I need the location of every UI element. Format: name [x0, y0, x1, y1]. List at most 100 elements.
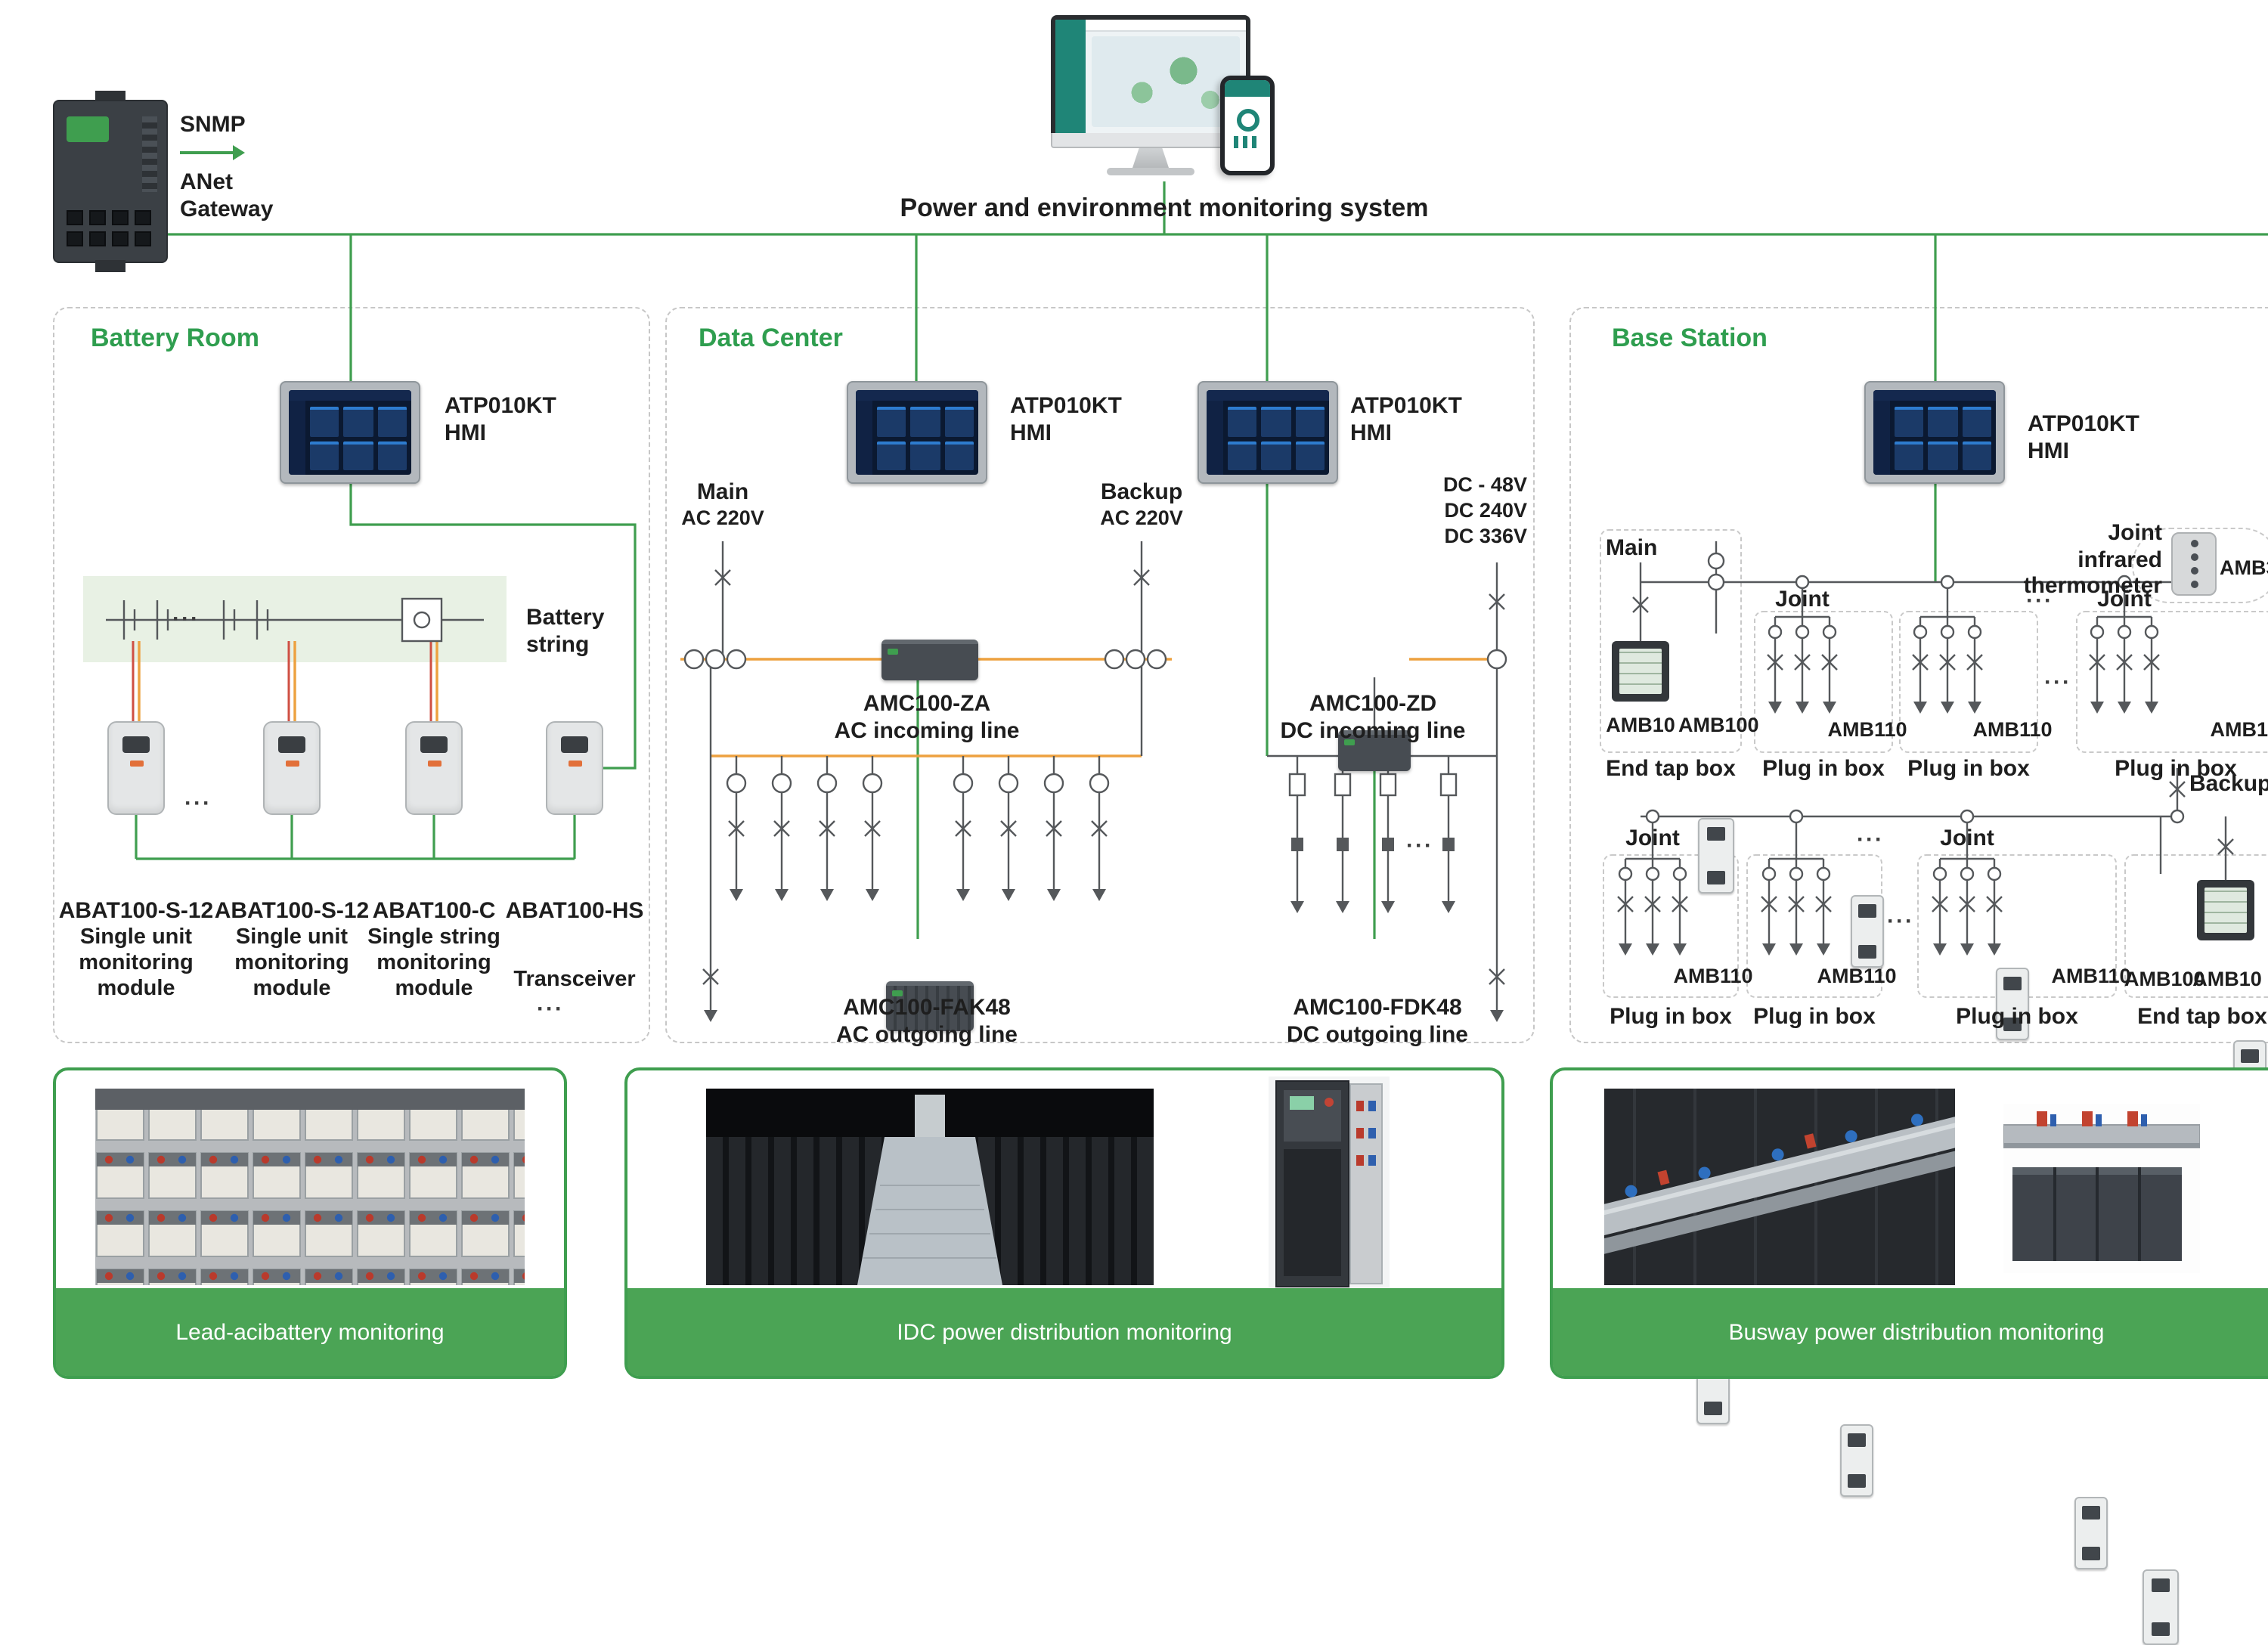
photo-busway-render: [2003, 1104, 2200, 1273]
caption-plug-row2-3: Plug in box: [1956, 1004, 2078, 1030]
gateway-body: [53, 100, 168, 263]
panel-idc-power-monitoring: IDC power distribution monitoring: [624, 1067, 1504, 1379]
label-amb10-row2: AMB10: [2192, 968, 2262, 990]
module-label-1: ABAT100-S-12 Single unit monitoring modu…: [58, 898, 214, 1001]
monitoring-system-graphic: [1051, 15, 1278, 184]
module-label-4-desc: Transceiver: [513, 968, 636, 992]
anet-gateway-device: [53, 91, 168, 272]
panel-caption: IDC power distribution monitoring: [627, 1288, 1501, 1376]
label-amb10-row1: AMB10: [1606, 714, 1675, 736]
joint-label-2: Joint: [2097, 587, 2152, 612]
battery-string-box: [83, 576, 507, 662]
battery-string-ellipsis: ···: [172, 606, 200, 632]
device-amc100-fak48: [886, 981, 974, 1031]
gateway-name-label: ANet Gateway: [180, 169, 274, 222]
panel-caption: Busway power distribution monitoring: [1553, 1288, 2268, 1376]
joint-ellipsis-1: ···: [2026, 588, 2053, 614]
panel-caption: Lead-acibattery monitoring: [56, 1288, 564, 1376]
module-label-3: ABAT100-C Single string monitoring modul…: [367, 898, 500, 1001]
device-amb300: [2171, 532, 2217, 596]
module-label-4-model: ABAT100-HS: [505, 898, 644, 924]
label-amb300: AMB300: [2220, 556, 2268, 579]
hmi-label-battery-room: ATP010KT HMI: [445, 393, 556, 446]
label-amc100-zd: AMC100-ZD DC incoming line: [1280, 691, 1466, 744]
device-amc100-zd: [1338, 730, 1411, 771]
module-abat100-c: [405, 721, 463, 815]
caption-plug-row1-1: Plug in box: [1762, 756, 1885, 782]
snmp-label: SNMP: [180, 112, 246, 138]
joint-label-3: Joint: [1625, 826, 1680, 851]
row2-ellipsis: ···: [1887, 909, 1914, 934]
photo-idc-aisle: [706, 1089, 1154, 1285]
base-station-title: Base Station: [1612, 324, 1768, 352]
gateway-ports: [67, 210, 157, 246]
label-amb110-row2-1: AMB110: [1673, 965, 1753, 987]
module-abat100-s-12-1: [107, 721, 165, 815]
device-amb100-row1: [1698, 818, 1734, 894]
din-ear-bottom: [95, 260, 125, 272]
hmi-screen: [856, 390, 978, 475]
hmi-screen: [1873, 390, 1996, 475]
label-amb110-row1-2: AMB110: [1972, 718, 2053, 741]
label-amb110-row1-3: AMB110: [2210, 718, 2268, 741]
desktop-monitor: [1051, 15, 1250, 175]
battery-string-label: Battery string: [526, 605, 605, 658]
caption-plug-row1-3: Plug in box: [2115, 756, 2237, 782]
caption-plug-row1-2: Plug in box: [1907, 756, 2030, 782]
caption-plug-row2-2: Plug in box: [1753, 1004, 1876, 1030]
hmi-label-base-station: ATP010KT HMI: [2028, 411, 2139, 464]
dc-voltage-labels: DC - 48V DC 240V DC 336V: [1442, 473, 1527, 547]
label-amb100-row1: AMB100: [1678, 714, 1759, 736]
device-amb110-row1-2: [1996, 968, 2029, 1040]
label-amb100-row2: AMB100: [2124, 968, 2205, 990]
hmi-screen: [1207, 390, 1329, 475]
device-amb110-row2-3: [2074, 1497, 2108, 1569]
joint-label-1: Joint: [1775, 587, 1830, 612]
dc-drops-ellipsis: ···: [1406, 833, 1433, 859]
label-amb110-row1-1: AMB110: [1827, 718, 1907, 741]
bs-main-label: Main: [1606, 535, 1658, 561]
caption-end-tap-row2: End tap box: [2137, 1004, 2267, 1030]
joint-ellipsis-2: ···: [1857, 827, 1884, 853]
gateway-heatsink: [142, 116, 157, 192]
device-amc100-za: [881, 640, 978, 680]
device-amb100-row2: [2143, 1569, 2179, 1645]
transceiver-ellipsis: ···: [537, 996, 564, 1022]
diagram-stage: SNMP ANet Gateway Power and environment …: [0, 0, 2268, 1352]
dashboard-content: [1086, 20, 1246, 133]
monitor-screen: [1051, 15, 1250, 133]
device-amb10-row2: [2197, 880, 2254, 940]
label-amc100-fdk48: AMC100-FDK48 DC outgoing line: [1287, 995, 1468, 1048]
photo-power-cabinet: [1269, 1077, 1390, 1291]
backup-feed-label: Backup AC 220V: [1100, 479, 1183, 529]
hmi-battery-room: [280, 381, 420, 484]
thermometer-label: Joint infrared thermometer: [2023, 520, 2162, 599]
data-center-title: Data Center: [699, 324, 843, 352]
device-amb110-row2-2: [1840, 1424, 1873, 1497]
label-amc100-fak48: AMC100-FAK48 AC outgoing line: [836, 995, 1018, 1048]
hmi-label-data-center-2: ATP010KT HMI: [1350, 393, 1462, 446]
device-amb10-row1: [1612, 641, 1669, 702]
caption-plug-row2-1: Plug in box: [1610, 1004, 1732, 1030]
label-amc100-za: AMC100-ZA AC incoming line: [834, 691, 1020, 744]
hmi-data-center-1: [847, 381, 987, 484]
module-abat100-s-12-2: [263, 721, 321, 815]
flow-arrow-icon: [180, 145, 245, 160]
label-amb110-row2-2: AMB110: [1817, 965, 1897, 987]
bs-backup-label: Backup: [2189, 771, 2268, 797]
gateway-brand-label: [67, 116, 109, 142]
panel-busway-power-monitoring: Busway power distribution monitoring: [1550, 1067, 2268, 1379]
caption-end-tap-row1: End tap box: [1606, 756, 1736, 782]
dashboard-sidebar: [1055, 20, 1086, 133]
dashboard-map: [1092, 36, 1240, 127]
hmi-label-data-center-1: ATP010KT HMI: [1010, 393, 1122, 446]
photo-busway-ceiling: [1604, 1089, 1955, 1285]
mobile-phone: [1220, 76, 1275, 175]
hmi-base-station: [1864, 381, 2005, 484]
label-amb110-row2-3: AMB110: [2051, 965, 2131, 987]
main-feed-label: Main AC 220V: [681, 479, 764, 529]
modules-ellipsis: ···: [184, 791, 212, 816]
battery-room-title: Battery Room: [91, 324, 259, 352]
system-title: Power and environment monitoring system: [900, 194, 1429, 222]
module-label-2: ABAT100-S-12 Single unit monitoring modu…: [214, 898, 370, 1001]
